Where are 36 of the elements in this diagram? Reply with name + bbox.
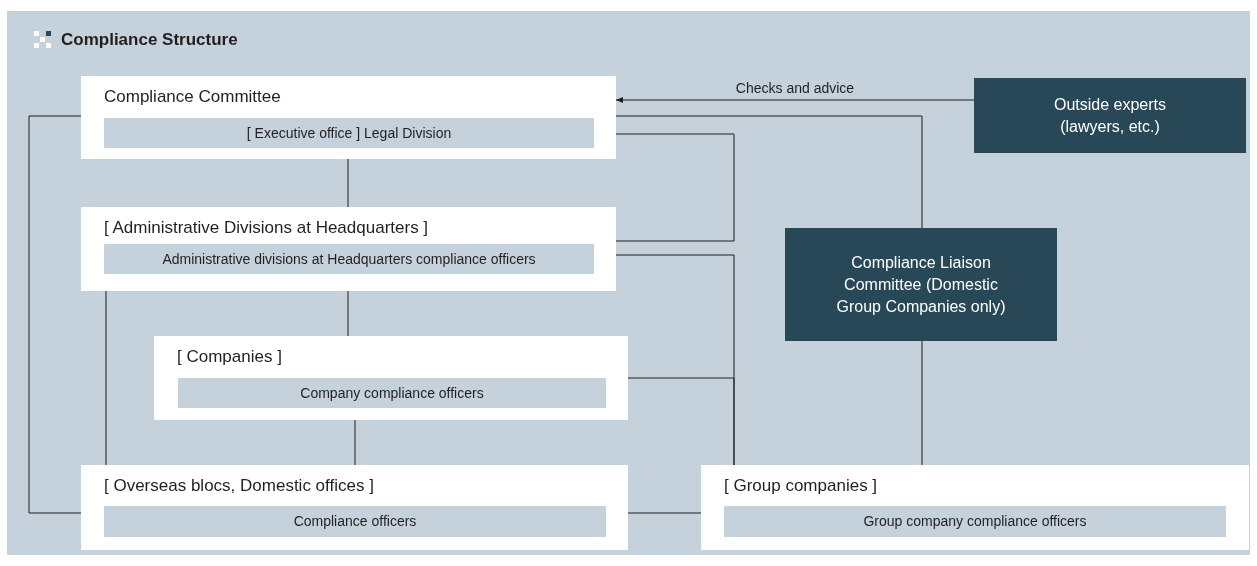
connector-line — [28, 115, 82, 514]
connector-line — [627, 512, 702, 514]
box-heading: [ Administrative Divisions at Headquarters ] — [104, 217, 429, 239]
diagram-title: Compliance Structure — [61, 29, 238, 51]
officer-bar — [178, 378, 606, 408]
org-box — [81, 465, 628, 550]
box-label: Compliance Liaison Committee (Domestic Group Companies only) — [835, 252, 1007, 317]
box-heading: Compliance Committee — [104, 86, 281, 108]
officer-bar — [104, 244, 594, 274]
committee-box — [974, 78, 1246, 153]
box-label: Group company compliance officers — [863, 512, 1087, 531]
committee-box — [785, 228, 1057, 341]
box-heading: [ Companies ] — [177, 346, 282, 368]
org-box — [81, 76, 616, 159]
connector-line — [354, 419, 356, 466]
box-label: Company compliance officers — [300, 383, 484, 403]
org-box — [154, 336, 628, 420]
connector-line — [105, 290, 107, 466]
org-box — [701, 465, 1249, 550]
box-label: Compliance officers — [293, 512, 417, 531]
connector-line — [615, 133, 735, 242]
box-heading: [ Overseas blocs, Domestic offices ] — [104, 475, 374, 497]
connector-line — [921, 340, 923, 466]
org-box — [81, 207, 616, 291]
box-label: Outside experts (lawyers, etc.) — [1052, 94, 1168, 137]
connector-line — [347, 290, 349, 337]
officer-bar — [724, 506, 1226, 537]
officer-bar — [104, 506, 606, 537]
box-label: [ Executive office ] Legal Division — [246, 123, 452, 143]
connector-line — [347, 158, 349, 208]
officer-bar — [104, 118, 594, 148]
connector-line — [627, 377, 735, 466]
arrow — [615, 97, 975, 103]
connector-line — [615, 115, 923, 229]
box-label: Administrative divisions at Headquarters compliance officers — [162, 249, 536, 269]
box-heading: [ Group companies ] — [724, 475, 878, 497]
